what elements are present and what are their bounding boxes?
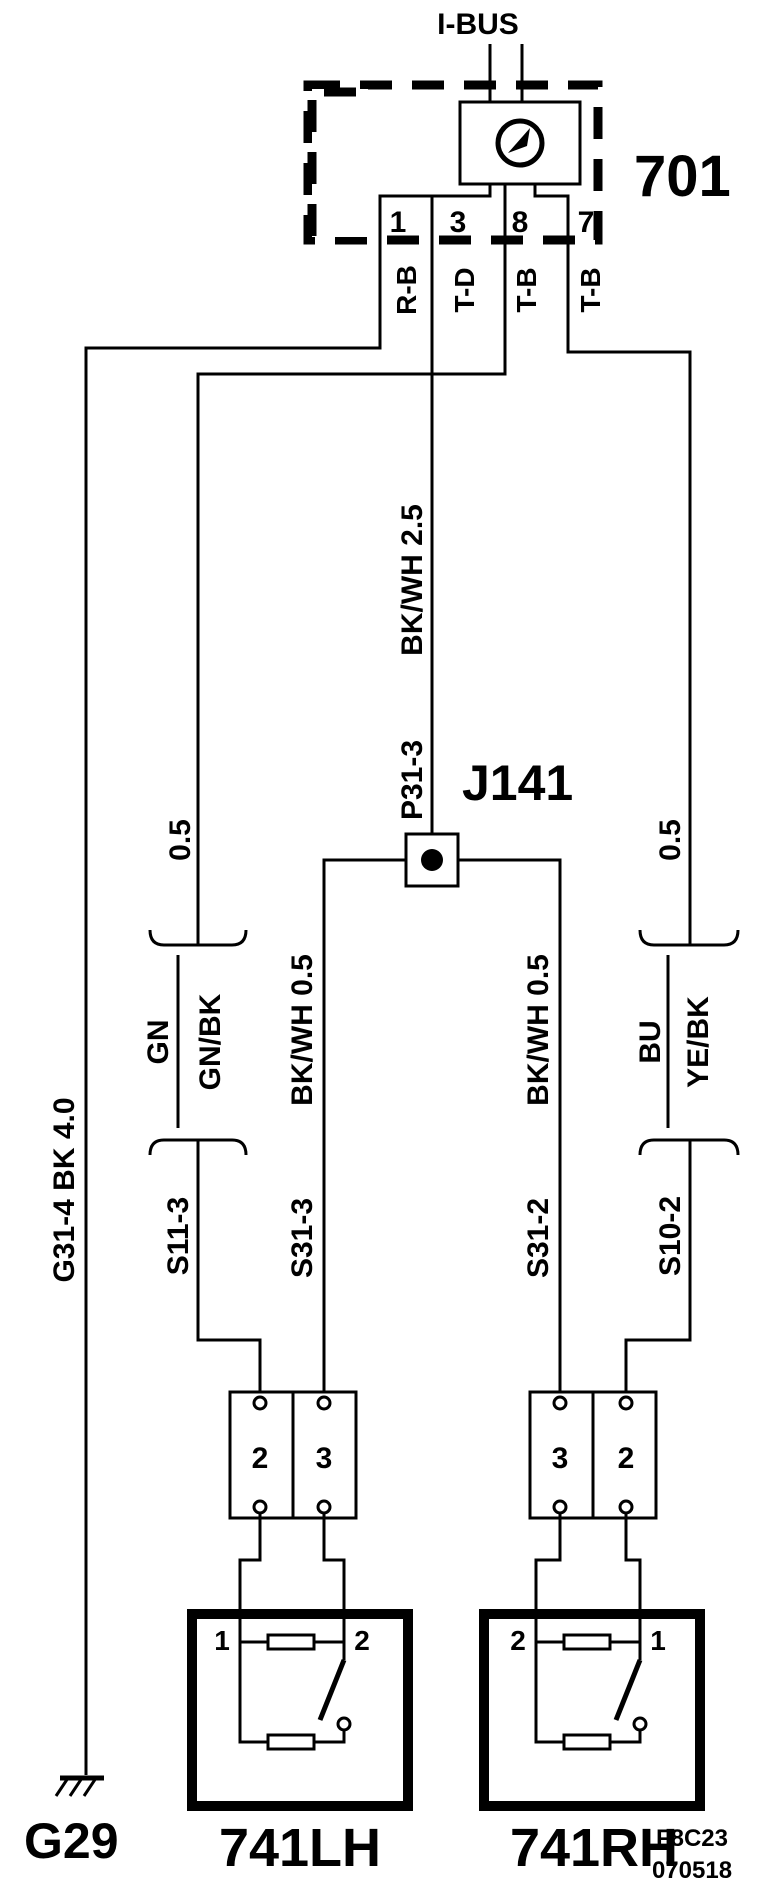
left-branch-wire-lower (196, 1160, 262, 1400)
pin8-type: T-B (511, 267, 542, 312)
left-branch-ref: S11-3 (162, 1197, 195, 1275)
splice-id: J141 (462, 755, 573, 811)
component-lh-id: 741LH (219, 1818, 381, 1878)
splice-j141-dot (421, 849, 443, 871)
right-branch-alt-b: YE/BK (682, 996, 715, 1088)
module-pin-1: 1 (390, 206, 407, 239)
lh-resistor-lower-icon (266, 1733, 316, 1751)
left-color-brace (148, 929, 248, 1160)
lh-resistor-upper-icon (266, 1633, 316, 1651)
module-701 (303, 44, 603, 258)
module-id: 701 (634, 144, 731, 209)
right-branch-wire-upper (566, 258, 692, 930)
module-701-symbol-icon (495, 118, 545, 168)
splice-left-ref: S31-3 (286, 1198, 319, 1278)
rh-resistor-lower-icon (562, 1733, 612, 1751)
connector-lh-pin-a: 2 (252, 1442, 269, 1475)
module-701-housing (303, 80, 603, 245)
splice-left-wire (322, 858, 406, 1400)
component-rh-id: 741RH (510, 1818, 678, 1878)
component-741rh (479, 1513, 705, 1811)
ground-symbol-icon (54, 1775, 104, 1797)
module-701-arrow-icon (508, 128, 530, 153)
module-pin-3: 3 (450, 206, 467, 239)
left-branch-alt-b: GN/BK (194, 993, 227, 1090)
connector-rh-pin-b: 2 (618, 1442, 635, 1475)
splice-upper-wire-label: BK/WH 2.5 (396, 504, 429, 656)
module-pin-7: 7 (578, 206, 595, 239)
right-branch-size: 0.5 (654, 819, 687, 861)
right-branch-wire-lower (624, 1160, 692, 1400)
ground-id: G29 (24, 1813, 119, 1869)
module-pin-8: 8 (512, 206, 529, 239)
splice-right-wire (458, 858, 562, 1400)
ground-wire-label: G31-4 BK 4.0 (48, 1097, 81, 1282)
splice-upper-ref: P31-3 (396, 740, 429, 820)
module-701-housing-left (307, 87, 364, 236)
right-branch-ref: S10-2 (654, 1196, 687, 1276)
pin7-type: T-B (575, 267, 606, 312)
connector-lh-pin-b: 3 (316, 1442, 333, 1475)
pin1-type: R-B (391, 265, 422, 315)
rh-resistor-upper-icon (562, 1633, 612, 1651)
splice-left-wire-label: BK/WH 0.5 (286, 954, 319, 1106)
connector-rh (528, 1390, 658, 1520)
component-rh-pin-b: 1 (650, 1625, 666, 1656)
left-branch-alt-a: GN (142, 1020, 175, 1065)
splice-right-wire-label: BK/WH 0.5 (522, 954, 555, 1106)
ibus-label: I-BUS (437, 8, 519, 41)
splice-right-ref: S31-2 (522, 1198, 555, 1278)
pin3-type: T-D (449, 267, 480, 312)
right-branch-alt-a: BU (634, 1020, 667, 1063)
connector-lh (228, 1390, 358, 1520)
component-lh-pin-a: 1 (214, 1625, 230, 1656)
ground-wire (84, 258, 382, 1775)
footer-code: F8C23 (656, 1825, 728, 1852)
rh-switch-icon (613, 1659, 643, 1721)
pin7-stub (533, 184, 570, 258)
component-rh-pin-a: 2 (510, 1625, 526, 1656)
pin3-stub (430, 184, 492, 258)
left-branch-size: 0.5 (164, 819, 197, 861)
footer-date: 070518 (652, 1857, 732, 1884)
connector-rh-pin-a: 3 (552, 1442, 569, 1475)
component-lh-pin-b: 2 (354, 1625, 370, 1656)
left-branch-wire-upper (196, 258, 507, 930)
right-color-brace (638, 929, 740, 1160)
lh-switch-icon (317, 1659, 347, 1721)
module-701-box (458, 100, 582, 186)
component-741lh (187, 1513, 413, 1811)
